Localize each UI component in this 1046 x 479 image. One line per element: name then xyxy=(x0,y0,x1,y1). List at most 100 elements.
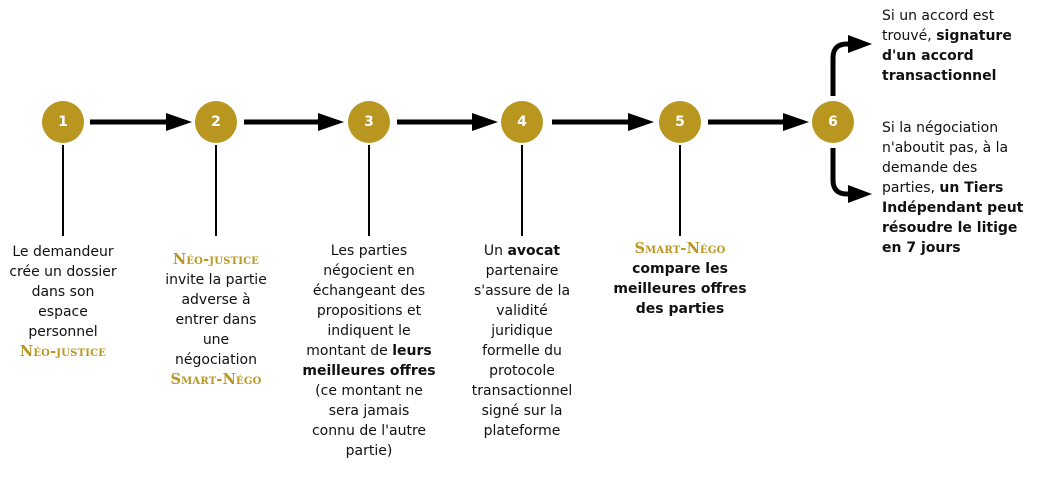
text-segment: sera jamais xyxy=(328,403,410,419)
text-segment: un Tiers xyxy=(939,180,1004,196)
text-segment: dans son xyxy=(31,284,95,300)
step-description-1: Le demandeur crée un dossier dans son espac… xyxy=(0,242,138,362)
text-line: crée un dossier xyxy=(0,262,138,282)
branch-arrows xyxy=(830,35,872,203)
text-line: parties, un Tiers xyxy=(882,178,1042,198)
text-segment: Un xyxy=(483,243,508,259)
branch-arrowhead-down xyxy=(848,185,872,203)
step-number-4: 4 xyxy=(517,114,527,130)
text-line: n'aboutit pas, à la xyxy=(882,138,1042,158)
text-line: plateforme xyxy=(447,421,597,441)
text-segment: compare les xyxy=(632,261,728,277)
step-circle-2: 2 xyxy=(195,101,237,143)
text-line: protocole xyxy=(447,361,597,381)
text-segment: négociation xyxy=(175,352,257,368)
arrowhead-5-6 xyxy=(783,113,809,131)
text-line: entrer dans xyxy=(141,310,291,330)
text-line: partie) xyxy=(294,441,444,461)
text-segment: meilleures offres xyxy=(613,281,747,297)
brand-name: Smart-Négo xyxy=(170,371,262,388)
text-line: transactionnel xyxy=(447,381,597,401)
text-segment: meilleures offres xyxy=(302,363,436,379)
connector-arrows xyxy=(90,113,809,131)
text-segment: connu de l'autre xyxy=(311,423,427,439)
text-line: juridique xyxy=(447,321,597,341)
step-number-3: 3 xyxy=(364,114,374,130)
text-segment: Le demandeur xyxy=(12,244,114,260)
text-line: dans son xyxy=(0,282,138,302)
text-line: signé sur la xyxy=(447,401,597,421)
text-line: espace xyxy=(0,302,138,322)
text-segment: échangeant des xyxy=(312,283,426,299)
text-segment: (ce montant ne xyxy=(315,383,423,399)
text-line: en 7 jours xyxy=(882,238,1042,258)
text-line: Un avocat xyxy=(447,241,597,261)
text-line: Les parties xyxy=(294,241,444,261)
text-line: propositions et xyxy=(294,301,444,321)
step-description-3: Les parties négocient en échangeant des pro… xyxy=(294,241,444,461)
text-segment: n'aboutit pas, à la xyxy=(882,140,1009,156)
step-number-6: 6 xyxy=(828,114,838,130)
text-line: formelle du xyxy=(447,341,597,361)
text-segment: des parties xyxy=(635,301,725,317)
text-segment: s'assure de la xyxy=(473,283,571,299)
text-line: partenaire xyxy=(447,261,597,281)
text-line: Smart-Négo xyxy=(605,239,755,259)
arrowhead-2-3 xyxy=(318,113,344,131)
text-segment: propositions et xyxy=(316,303,422,319)
text-segment: résoudre le litige xyxy=(882,220,1018,236)
text-segment: Indépendant peut xyxy=(882,200,1024,216)
text-segment: négocient en xyxy=(323,263,415,279)
step-description-5: Smart-Négo compare les meilleures offres de… xyxy=(605,239,755,319)
step-circle-4: 4 xyxy=(501,101,543,143)
text-segment: transactionnel xyxy=(882,68,997,84)
branch-arrow-up xyxy=(830,41,850,96)
text-line: sera jamais xyxy=(294,401,444,421)
text-segment: personnel xyxy=(28,324,98,340)
text-segment: partie) xyxy=(345,443,393,459)
arrowhead-3-4 xyxy=(472,113,498,131)
text-segment: crée un dossier xyxy=(9,264,117,280)
outcome-failure: Si la négociation n'aboutit pas, à la dema… xyxy=(882,118,1042,258)
step-circle-6: 6 xyxy=(812,101,854,143)
step-number-1: 1 xyxy=(58,114,68,130)
text-segment: montant de xyxy=(306,343,393,359)
text-line: s'assure de la xyxy=(447,281,597,301)
step-number-2: 2 xyxy=(211,114,221,130)
arrowhead-1-2 xyxy=(166,113,192,131)
text-segment: juridique xyxy=(491,323,553,339)
text-segment: avocat xyxy=(507,243,561,259)
text-line: résoudre le litige xyxy=(882,218,1042,238)
text-line: Si la négociation xyxy=(882,118,1042,138)
text-line: des parties xyxy=(605,299,755,319)
text-segment: validité xyxy=(496,303,548,319)
text-line: échangeant des xyxy=(294,281,444,301)
text-line: invite la partie xyxy=(141,270,291,290)
text-line: Le demandeur xyxy=(0,242,138,262)
brand-name: Néo-justice xyxy=(19,343,107,360)
step-circle-3: 3 xyxy=(348,101,390,143)
text-segment: partenaire xyxy=(485,263,559,279)
text-line: Indépendant peut xyxy=(882,198,1042,218)
text-line: transactionnel xyxy=(882,66,1042,86)
text-line: personnel xyxy=(0,322,138,342)
text-line: négociation xyxy=(141,350,291,370)
text-segment: entrer dans xyxy=(175,312,257,328)
text-segment: une xyxy=(202,332,230,348)
step-circle-1: 1 xyxy=(42,101,84,143)
text-line: (ce montant ne xyxy=(294,381,444,401)
branch-arrowhead-up xyxy=(848,35,872,53)
text-segment: transactionnel xyxy=(471,383,573,399)
text-segment: en 7 jours xyxy=(882,240,961,256)
text-segment: demande des xyxy=(882,160,978,176)
text-segment: formelle du xyxy=(482,343,562,359)
text-segment: protocole xyxy=(489,363,555,379)
text-segment: trouvé, xyxy=(882,28,937,44)
text-segment: signé sur la xyxy=(481,403,563,419)
step-description-4: Un avocat partenaire s'assure de la validit… xyxy=(447,241,597,441)
text-line: Néo-justice xyxy=(141,250,291,270)
text-segment: indiquent le xyxy=(327,323,411,339)
step-stems xyxy=(62,145,681,236)
